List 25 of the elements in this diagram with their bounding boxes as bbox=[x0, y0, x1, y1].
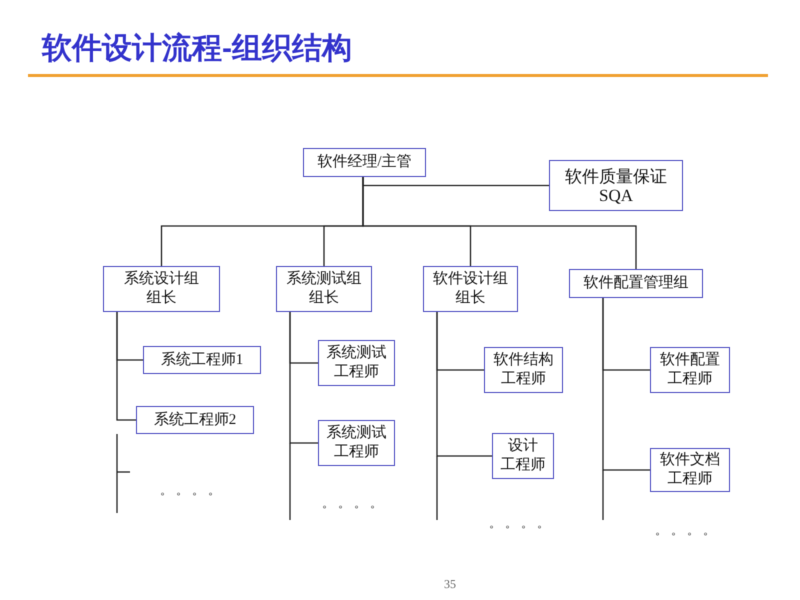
ellipsis-dots: 。。。。 bbox=[489, 515, 553, 532]
ellipsis-dots: 。。。。 bbox=[655, 522, 719, 539]
connector-line bbox=[116, 312, 136, 421]
role-box: 软件配置管理组 bbox=[569, 269, 703, 298]
role-box: 软件文档工程师 bbox=[650, 448, 730, 492]
role-box: 软件质量保证 SQA bbox=[549, 160, 683, 211]
role-box: 软件结构工程师 bbox=[484, 347, 563, 393]
title: 软件设计流程-组织结构 bbox=[42, 31, 352, 67]
role-box: 系统测试工程师 bbox=[318, 340, 395, 386]
role-box: 系统设计组组长 bbox=[103, 266, 220, 312]
role-box: 软件设计组组长 bbox=[423, 266, 518, 312]
role-box: 设计 工程师 bbox=[492, 433, 554, 479]
role-box: 软件配置工程师 bbox=[650, 347, 730, 393]
connector-line bbox=[289, 312, 318, 444]
connector-line bbox=[362, 177, 637, 269]
ellipsis-dots: 。。。。 bbox=[322, 495, 386, 512]
page-number: 35 bbox=[444, 576, 456, 593]
role-box: 系统工程师1 bbox=[143, 346, 261, 374]
role-box: 系统测试工程师 bbox=[318, 420, 395, 466]
role-box: 系统测试组组长 bbox=[276, 266, 372, 312]
connector-line bbox=[602, 298, 650, 471]
role-box: 系统工程师2 bbox=[136, 406, 254, 434]
connector-line bbox=[436, 312, 492, 457]
ellipsis-dots: 。。。。 bbox=[160, 482, 224, 499]
role-box: 软件经理/主管 bbox=[303, 148, 426, 177]
